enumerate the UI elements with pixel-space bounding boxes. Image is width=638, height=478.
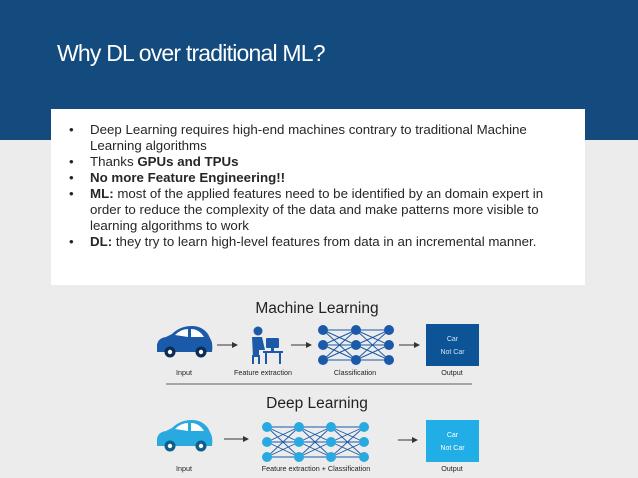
dl-heading: Deep Learning xyxy=(266,395,368,412)
label-input: Input xyxy=(176,368,192,377)
label-output: Output xyxy=(441,464,463,473)
bullet-item: Thanks GPUs and TPUs xyxy=(65,154,570,170)
bullet-bold: GPUs and TPUs xyxy=(137,154,239,169)
bullet-card: Deep Learning requires high-end machines… xyxy=(51,109,585,285)
bullet-text: Thanks xyxy=(90,154,138,169)
bullet-bold: DL: xyxy=(90,234,113,249)
output-not-car: Not Car xyxy=(440,445,465,452)
car-icon xyxy=(157,420,213,452)
neural-network-icon xyxy=(318,325,394,365)
output-box xyxy=(426,420,479,462)
label-input: Input xyxy=(176,464,192,473)
label-feature-extraction: Feature extraction xyxy=(234,368,292,377)
bullet-item: No more Feature Engineering!! xyxy=(65,170,570,186)
output-car: Car xyxy=(447,336,459,343)
bullet-list: Deep Learning requires high-end machines… xyxy=(65,122,570,250)
label-output: Output xyxy=(441,368,463,377)
label-feature-extraction-classification: Feature extraction + Classification xyxy=(262,464,370,473)
bullet-bold: No more Feature Engineering!! xyxy=(90,170,286,185)
bullet-text: most of the applied features need to be … xyxy=(90,186,544,233)
output-box xyxy=(426,324,479,366)
bullet-item: DL: they try to learn high-level feature… xyxy=(65,234,570,250)
bullet-item: ML: most of the applied features need to… xyxy=(65,186,570,234)
car-icon xyxy=(157,326,213,358)
deep-neural-network-icon xyxy=(262,422,369,462)
slide-title: Why DL over traditional ML? xyxy=(57,40,326,66)
bullet-bold: ML: xyxy=(90,186,114,201)
output-not-car: Not Car xyxy=(440,349,465,356)
output-car: Car xyxy=(447,432,459,439)
bullet-text: they try to learn high-level features fr… xyxy=(112,234,537,249)
bullet-item: Deep Learning requires high-end machines… xyxy=(65,122,570,154)
bullet-text: Deep Learning requires high-end machines… xyxy=(90,122,527,153)
label-classification: Classification xyxy=(334,368,376,377)
ml-heading: Machine Learning xyxy=(255,300,378,317)
person-computer-icon xyxy=(252,326,283,364)
